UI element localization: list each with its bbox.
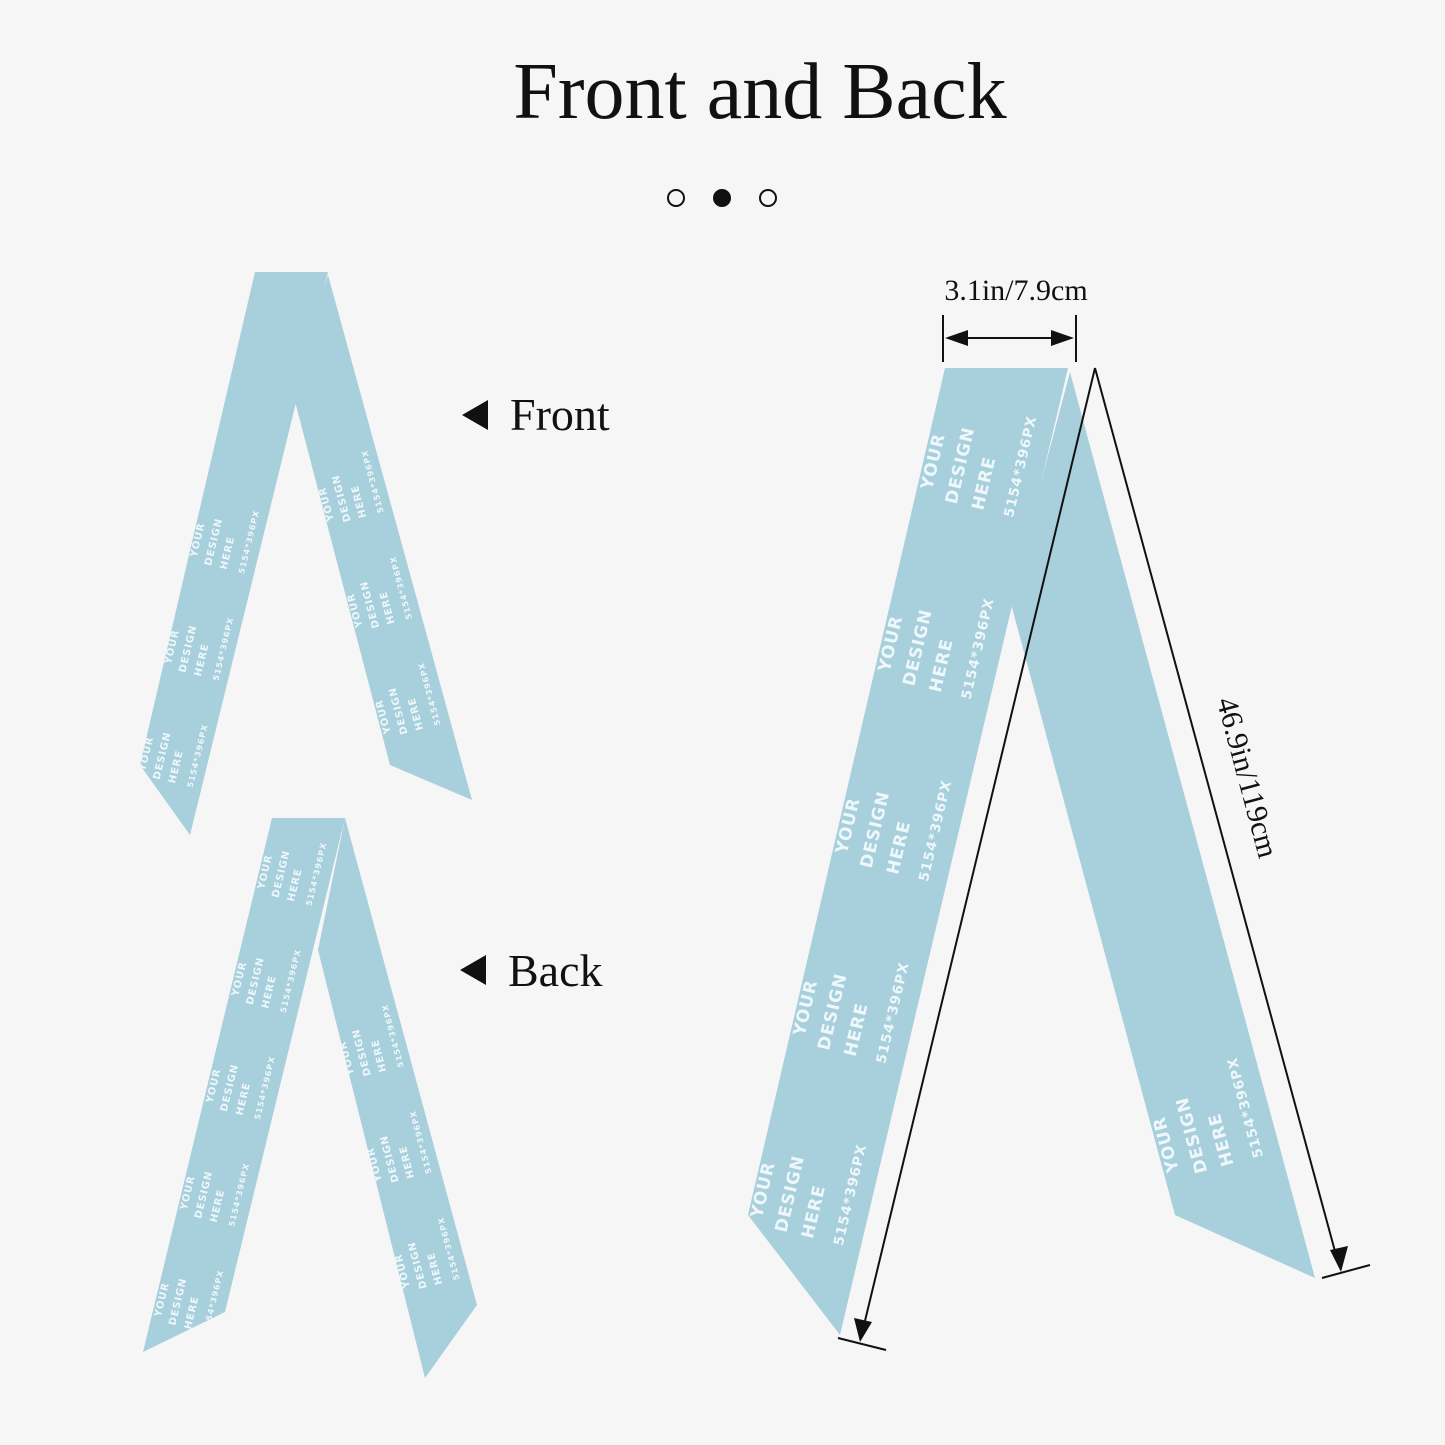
arrow-left-icon [460,955,486,985]
front-scarf-right-leg: YOURDESIGNHERE5154*396PXYOURDESIGNHERE51… [292,275,472,800]
back-scarf-right-leg: YOURDESIGNHERE5154*396PXYOURDESIGNHERE51… [318,818,477,1378]
carousel-dot[interactable] [759,189,777,207]
width-label: 3.1in/7.9cm [944,274,1087,307]
front-label: Front [462,389,610,440]
scarf-fabric [143,818,345,1352]
scarf-fabric [292,275,472,800]
page-title: Front and Back [513,48,1006,136]
carousel-dots [667,189,777,207]
width-dimension [942,315,1077,362]
length-dimension [837,367,1371,1351]
arrow-left-icon [462,400,488,430]
back-label-text: Back [508,945,603,996]
back-label: Back [460,945,603,996]
scarf-fabric [1010,372,1315,1278]
length-label: 46.9in/119cm [1210,694,1285,862]
carousel-dot[interactable] [667,189,685,207]
scarf-fabric [748,368,1068,1335]
scarf-fabric [318,818,477,1378]
scarf-fabric [140,272,328,835]
carousel-dot-active[interactable] [713,189,731,207]
front-label-text: Front [510,389,610,440]
